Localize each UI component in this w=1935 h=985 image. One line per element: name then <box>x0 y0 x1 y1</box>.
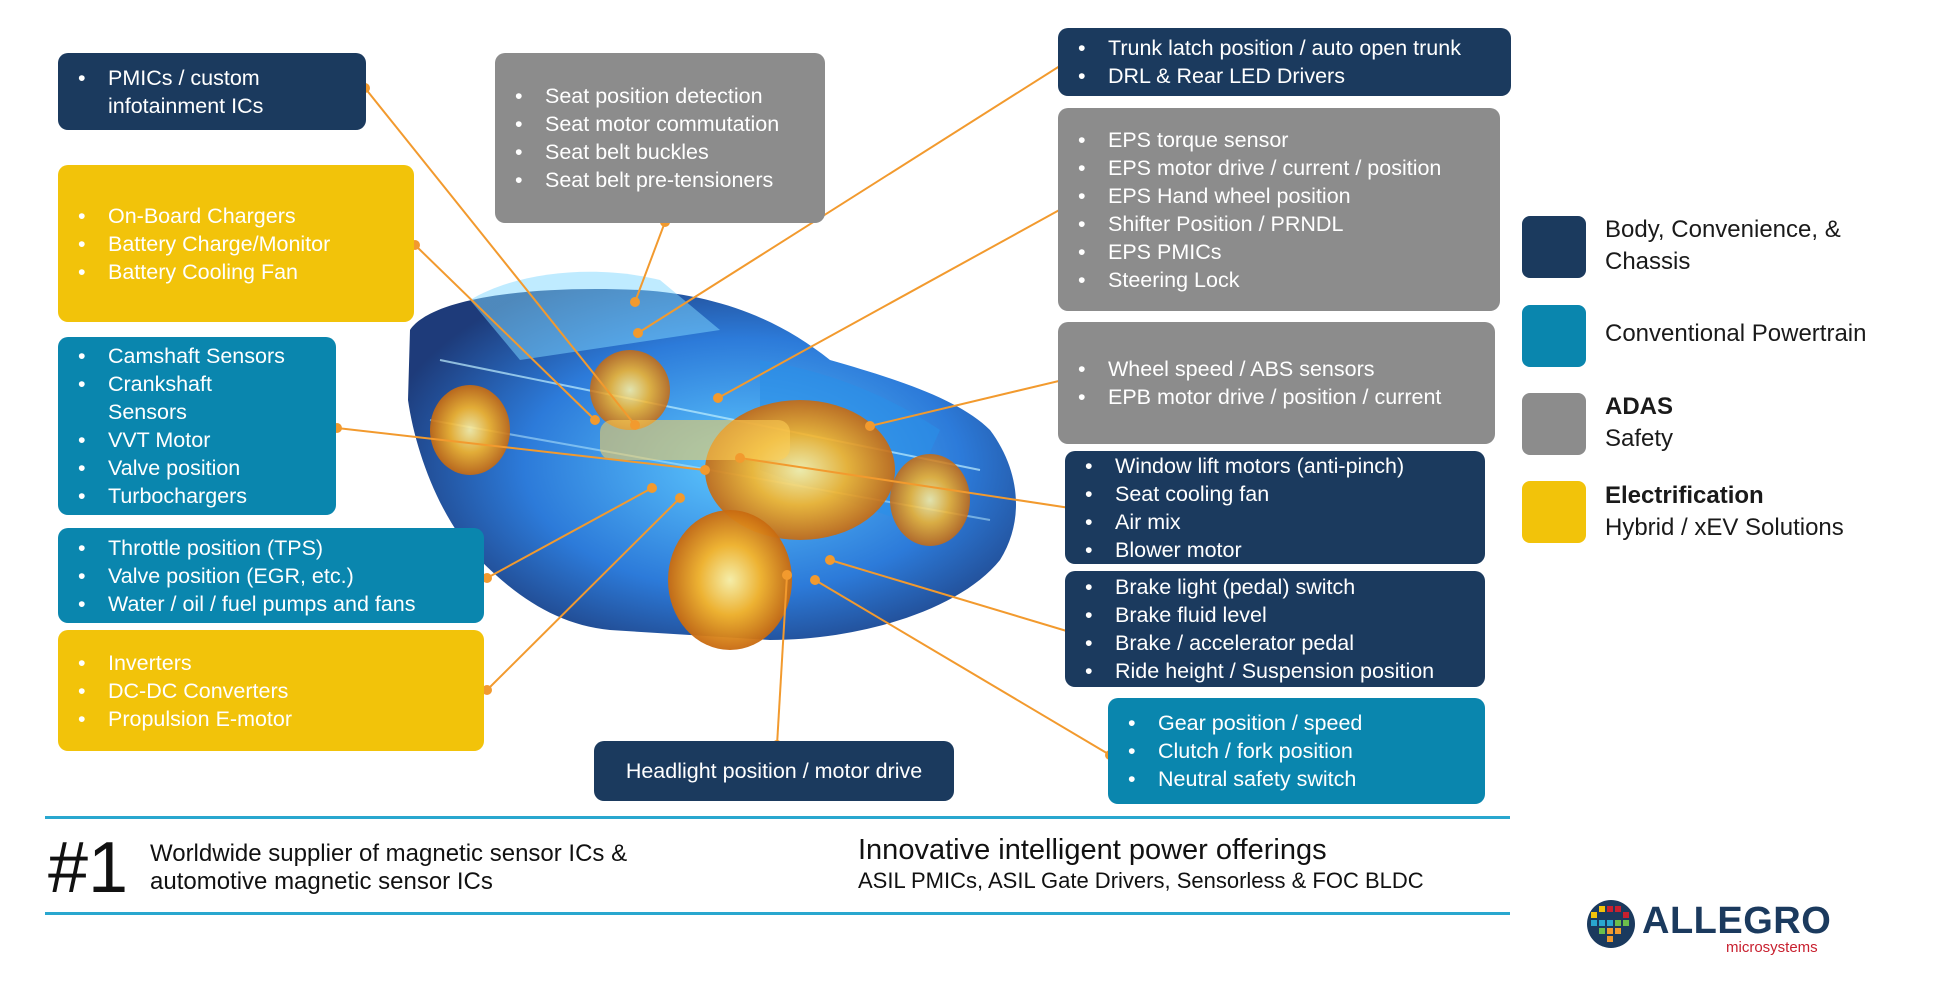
power-subtitle: ASIL PMICs, ASIL Gate Drivers, Sensorles… <box>858 868 1424 893</box>
box-item: Shifter Position / PRNDL <box>1078 210 1486 238</box>
box-item: Throttle position (TPS) <box>78 534 470 562</box>
box-item: Seat position detection <box>515 82 811 110</box>
box-item: Seat belt pre-tensioners <box>515 166 811 194</box>
rank-number: #1 <box>48 828 129 908</box>
box-wheel: Wheel speed / ABS sensors EPB motor driv… <box>1058 322 1495 444</box>
box-window: Window lift motors (anti-pinch) Seat coo… <box>1065 451 1485 564</box>
supplier-line2: automotive magnetic sensor ICs <box>150 868 493 895</box>
box-item: Ride height / Suspension position <box>1085 657 1471 685</box>
box-camshaft: Camshaft Sensors Crankshaft Sensors VVT … <box>58 337 336 515</box>
box-item: Wheel speed / ABS sensors <box>1078 355 1481 383</box>
box-item: EPB motor drive / position / current <box>1078 383 1481 411</box>
box-item: Clutch / fork position <box>1128 737 1471 765</box>
legend-adas-sub: Safety <box>1605 425 1674 452</box>
legend-swatch-body <box>1522 216 1586 278</box>
legend-adas-title: ADAS <box>1605 393 1674 420</box>
box-brake: Brake light (pedal) switch Brake fluid l… <box>1065 571 1485 687</box>
logo-subtitle: microsystems <box>1726 939 1818 956</box>
box-item: On-Board Chargers <box>78 202 400 230</box>
box-item: Battery Cooling Fan <box>78 258 400 286</box>
box-item: Inverters <box>78 649 470 677</box>
box-item: Air mix <box>1085 508 1471 536</box>
box-item: Brake / accelerator pedal <box>1085 629 1471 657</box>
legend-swatch-powertrain <box>1522 305 1586 367</box>
box-item: EPS torque sensor <box>1078 126 1486 154</box>
box-item: DC-DC Converters <box>78 677 470 705</box>
box-item: EPS PMICs <box>1078 238 1486 266</box>
box-item: Battery Charge/Monitor <box>78 230 400 258</box>
box-item: Water / oil / fuel pumps and fans <box>78 590 470 618</box>
box-throttle: Throttle position (TPS) Valve position (… <box>58 528 484 623</box>
box-item: DRL & Rear LED Drivers <box>1078 62 1497 90</box>
box-item: Gear position / speed <box>1128 709 1471 737</box>
allegro-logo-icon <box>1587 900 1635 948</box>
legend-elec-title: Electrification <box>1605 482 1764 509</box>
top-divider <box>45 816 1510 819</box>
box-item: Brake fluid level <box>1085 601 1471 629</box>
box-item: Seat motor commutation <box>515 110 811 138</box>
box-seat: Seat position detection Seat motor commu… <box>495 53 825 223</box>
bottom-divider <box>45 912 1510 915</box>
legend-body-line1: Body, Convenience, & <box>1605 216 1841 243</box>
box-trunk: Trunk latch position / auto open trunk D… <box>1058 28 1511 96</box>
box-item: Valve position <box>78 454 322 482</box>
legend-adas: ADAS Safety <box>1605 391 1673 455</box>
box-item: Seat cooling fan <box>1085 480 1471 508</box>
box-item: PMICs / custom infotainment ICs <box>78 64 352 120</box>
supplier-text: Worldwide supplier of magnetic sensor IC… <box>150 840 627 896</box>
box-item: Propulsion E-motor <box>78 705 470 733</box>
legend-powertrain: Conventional Powertrain <box>1605 320 1867 347</box>
box-item-text: Crankshaft Sensors <box>108 372 212 424</box>
box-charging: On-Board Chargers Battery Charge/Monitor… <box>58 165 414 322</box>
box-item: Brake light (pedal) switch <box>1085 573 1471 601</box>
box-item: Window lift motors (anti-pinch) <box>1085 452 1471 480</box>
box-infotainment: PMICs / custom infotainment ICs <box>58 53 366 130</box>
box-item: Valve position (EGR, etc.) <box>78 562 470 590</box>
box-headlight: Headlight position / motor drive <box>594 741 954 801</box>
power-title: Innovative intelligent power offerings <box>858 834 1327 866</box>
box-item: Steering Lock <box>1078 266 1486 294</box>
box-inverters: Inverters DC-DC Converters Propulsion E-… <box>58 630 484 751</box>
legend-body: Body, Convenience, & Chassis <box>1605 214 1841 278</box>
box-item: Trunk latch position / auto open trunk <box>1078 34 1497 62</box>
box-item: Camshaft Sensors <box>78 342 322 370</box>
box-item: Crankshaft Sensors <box>78 370 238 426</box>
box-item-text: PMICs / custom infotainment ICs <box>108 65 264 118</box>
box-eps: EPS torque sensor EPS motor drive / curr… <box>1058 108 1500 311</box>
legend-body-line2: Chassis <box>1605 248 1691 275</box>
supplier-line1: Worldwide supplier of magnetic sensor IC… <box>150 840 628 867</box>
car-components <box>430 350 970 650</box>
box-item: Neutral safety switch <box>1128 765 1471 793</box>
box-item: EPS Hand wheel position <box>1078 182 1486 210</box>
legend-elec-sub: Hybrid / xEV Solutions <box>1605 514 1844 541</box>
box-item: Seat belt buckles <box>515 138 811 166</box>
logo-name: ALLEGRO <box>1642 900 1832 942</box>
box-item: VVT Motor <box>78 426 322 454</box>
legend-electrification: Electrification Hybrid / xEV Solutions <box>1605 480 1844 544</box>
box-item: Turbochargers <box>78 482 322 510</box>
box-gear: Gear position / speed Clutch / fork posi… <box>1108 698 1485 804</box>
box-headlight-text: Headlight position / motor drive <box>625 759 923 783</box>
box-item: EPS motor drive / current / position <box>1078 154 1486 182</box>
leader-lines <box>336 63 1111 756</box>
legend-swatch-adas <box>1522 393 1586 455</box>
box-item: Blower motor <box>1085 536 1471 564</box>
legend-swatch-electrification <box>1522 481 1586 543</box>
